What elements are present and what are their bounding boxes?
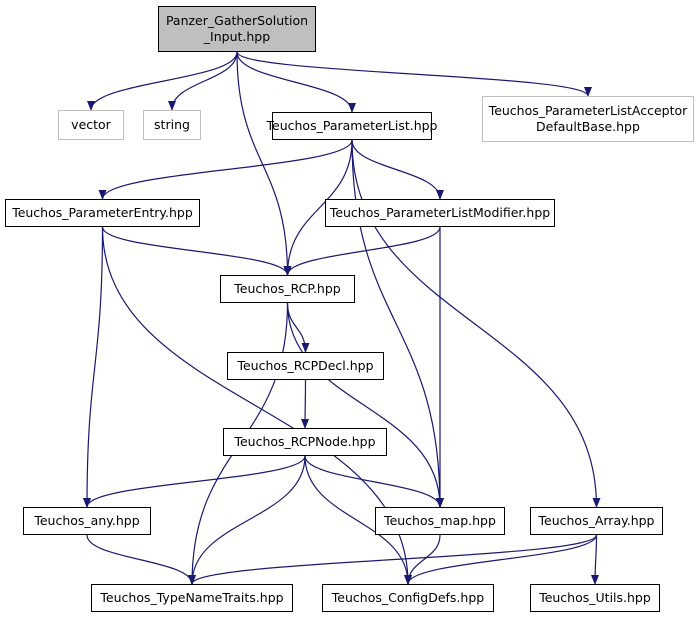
edge-rcp_node-to-type_name_traits: [188, 455, 306, 585]
edge-parameter_list_modifier-to-rcp: [283, 226, 441, 276]
node-teuchos-any[interactable]: Teuchos_any.hpp: [23, 507, 151, 535]
node-string: string: [143, 110, 201, 140]
edge-root-to-acceptor: [236, 51, 592, 97]
node-teuchos-parameterlistmodifier[interactable]: Teuchos_ParameterListModifier.hpp: [325, 199, 555, 227]
edge-rcp-to-map: [286, 302, 444, 508]
node-teuchos-rcpnode[interactable]: Teuchos_RCPNode.hpp: [223, 428, 387, 456]
edge-parameter_list-to-parameter_entry: [98, 139, 353, 200]
node-teuchos-utils[interactable]: Teuchos_Utils.hpp: [530, 584, 660, 612]
edge-any-to-type_name_traits: [86, 534, 196, 585]
edge-map-to-config_defs: [404, 534, 441, 585]
node-vector: vector: [58, 110, 124, 140]
node-teuchos-typenametraits[interactable]: Teuchos_TypeNameTraits.hpp: [91, 584, 293, 612]
edge-rcp_node-to-any: [83, 455, 306, 508]
node-teuchos-rcp[interactable]: Teuchos_RCP.hpp: [220, 275, 355, 303]
edge-rcp_node-to-config_defs: [304, 455, 412, 585]
edge-array-to-utils: [591, 534, 600, 585]
node-teuchos-rcpdecl[interactable]: Teuchos_RCPDecl.hpp: [227, 352, 384, 380]
edge-parameter_entry-to-rcp: [101, 226, 292, 276]
edge-array-to-type_name_traits: [188, 534, 598, 585]
edge-array-to-config_defs: [404, 534, 598, 585]
edge-rcp_node-to-map: [304, 455, 444, 508]
node-teuchos-parameterlistacceptor-defaultbase: Teuchos_ParameterListAcceptor DefaultBas…: [482, 96, 694, 142]
node-teuchos-map[interactable]: Teuchos_map.hpp: [375, 507, 505, 535]
edge-root-to-string: [168, 51, 238, 111]
edge-rcp_decl-to-rcp_node: [301, 379, 310, 429]
edge-root-to-parameter_list: [236, 51, 356, 113]
edge-parameter_list-to-array: [351, 139, 601, 508]
edge-root-to-vector: [87, 51, 238, 111]
edge-parameter_list-to-rcp: [283, 139, 353, 276]
edge-root-to-rcp: [236, 51, 292, 276]
node-teuchos-parameterentry[interactable]: Teuchos_ParameterEntry.hpp: [5, 199, 200, 227]
node-teuchos-configdefs[interactable]: Teuchos_ConfigDefs.hpp: [322, 584, 494, 612]
node-teuchos-parameterlist[interactable]: Teuchos_ParameterList.hpp: [267, 112, 438, 140]
edge-parameter_entry-to-any: [83, 226, 104, 508]
edge-rcp-to-rcp_decl: [286, 302, 310, 353]
node-panzer-gathersolution-input[interactable]: Panzer_GatherSolution _Input.hpp: [158, 6, 316, 52]
edge-parameter_list-to-parameter_list_modifier: [351, 139, 444, 200]
node-teuchos-array[interactable]: Teuchos_Array.hpp: [530, 507, 663, 535]
